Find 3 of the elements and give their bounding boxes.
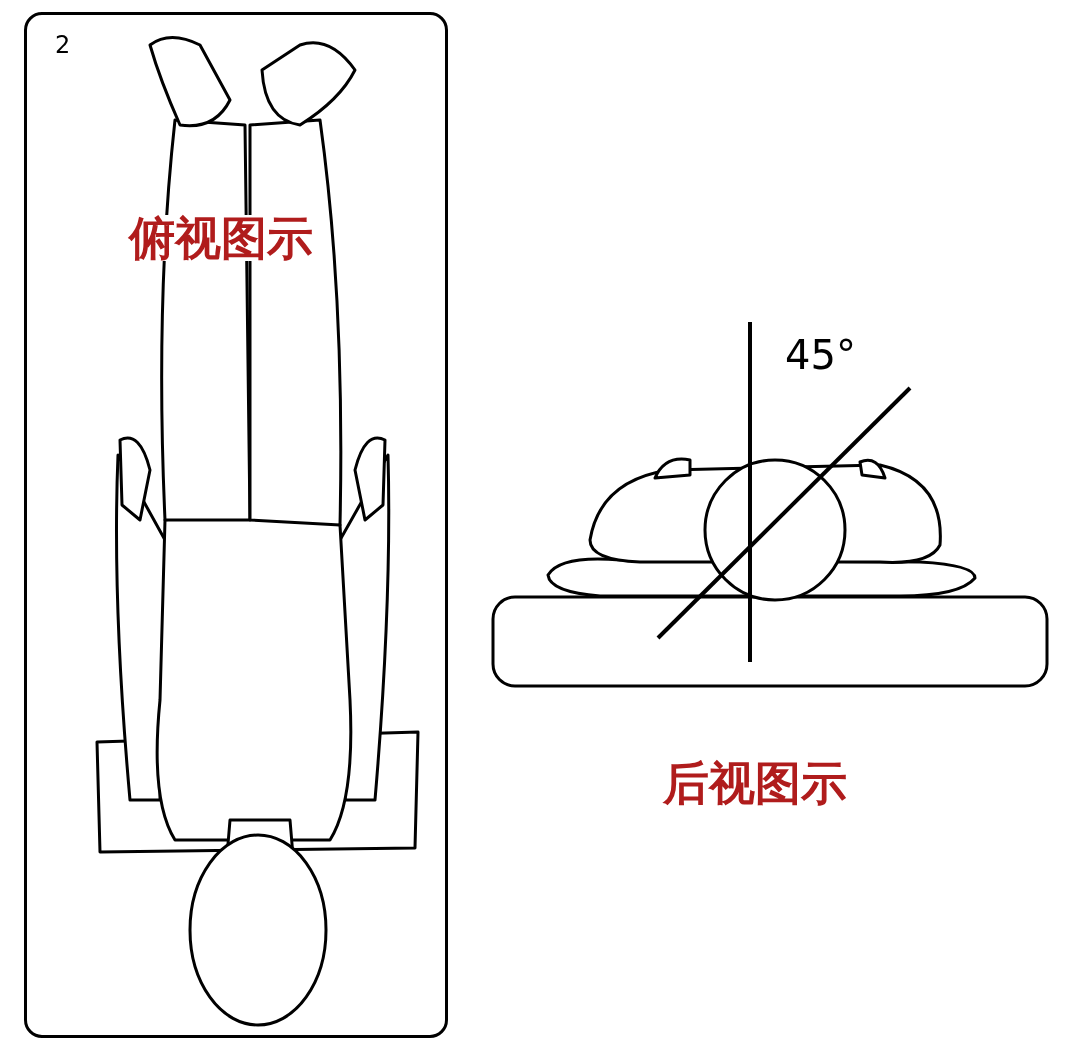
view-caption: 后视图示 <box>663 760 847 806</box>
view-caption: 俯视图示 <box>129 215 313 261</box>
panel-frame <box>24 12 448 1038</box>
